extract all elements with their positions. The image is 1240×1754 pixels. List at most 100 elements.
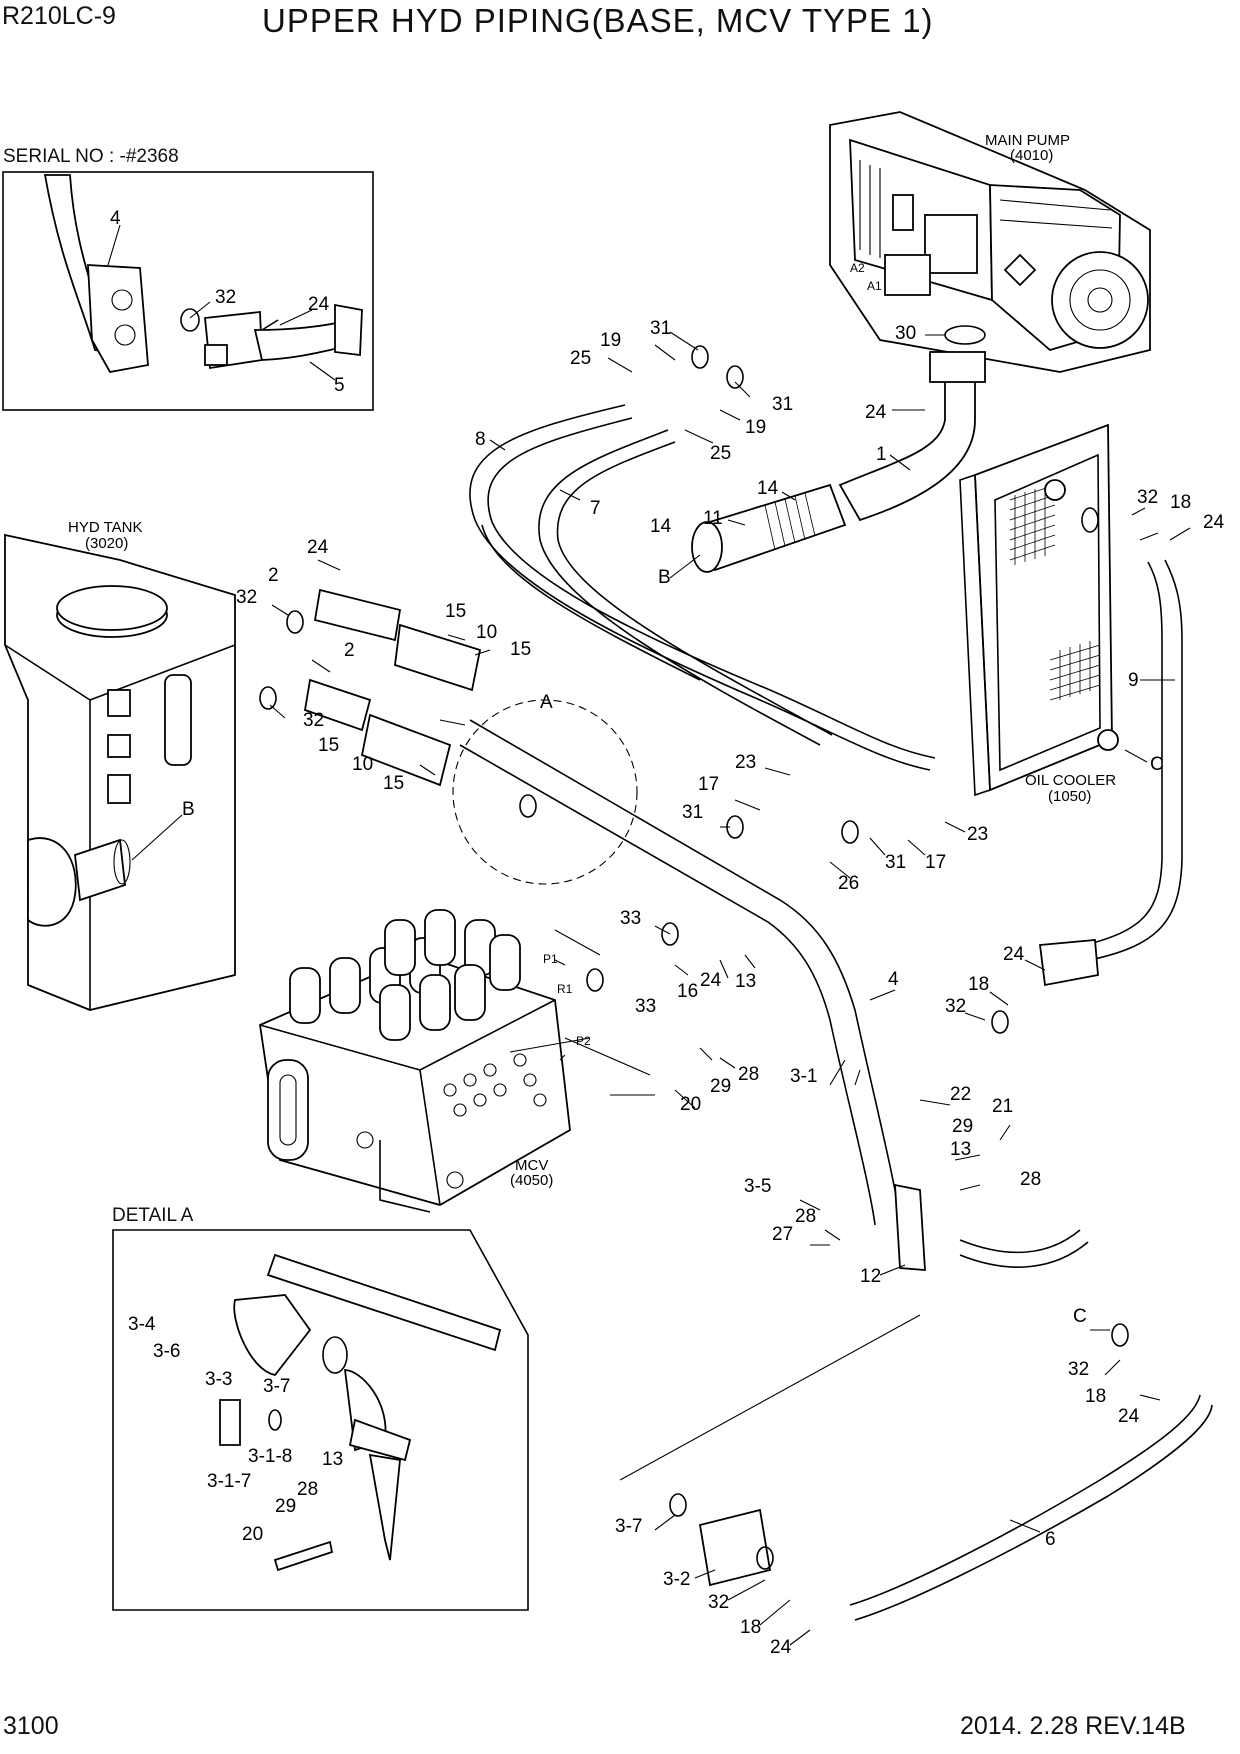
- callout: 20: [242, 1524, 263, 1545]
- inset-serial-label: SERIAL NO : -#2368: [3, 146, 179, 167]
- port-a2: A2: [850, 261, 865, 275]
- callout: 15: [383, 773, 404, 794]
- callout: 32: [215, 287, 236, 308]
- callout: 31: [682, 802, 703, 823]
- callout: 3-7: [263, 1376, 290, 1397]
- inset-callouts: 4 32 24 5: [110, 208, 345, 396]
- mcv-drawing: [259, 909, 571, 1213]
- port-r1: R1: [557, 982, 573, 996]
- callout: 3-6: [153, 1341, 180, 1362]
- callout: 15: [318, 735, 339, 756]
- callout: B: [182, 799, 195, 820]
- callout: 2: [344, 640, 355, 661]
- leader-lines: [107, 224, 1191, 1646]
- mcv-code: (4050): [510, 1172, 553, 1189]
- callout: 19: [600, 330, 621, 351]
- callout: 3-3: [205, 1369, 232, 1390]
- callout: 3-1: [790, 1066, 817, 1087]
- callout: 23: [735, 752, 756, 773]
- serial-inset-box: [2, 171, 374, 411]
- callout: 24: [307, 537, 329, 558]
- callout: 15: [510, 639, 531, 660]
- callout: 18: [740, 1617, 761, 1638]
- callout: 24: [1003, 944, 1025, 965]
- callout: 7: [590, 498, 601, 519]
- callout: 33: [620, 908, 641, 929]
- main-callouts: 31 19 25 30 31 19 25 24 8 1 7 14 11 14 B…: [182, 318, 1225, 1287]
- oil-cooler-code: (1050): [1048, 788, 1091, 805]
- callout: 23: [967, 824, 988, 845]
- port-p2: P2: [576, 1034, 591, 1048]
- callout: 29: [952, 1116, 973, 1137]
- callout: 1: [876, 444, 887, 465]
- callout: 14: [757, 478, 779, 499]
- callout: 3-2: [663, 1569, 690, 1590]
- callout: 25: [570, 348, 591, 369]
- callout: 2: [268, 565, 279, 586]
- callout: 4: [888, 969, 899, 990]
- callout: 17: [698, 774, 719, 795]
- callout: 28: [795, 1206, 816, 1227]
- callout: 18: [968, 974, 989, 995]
- callout: 6: [1045, 1529, 1056, 1550]
- callout: 10: [476, 622, 497, 643]
- callout: B: [658, 567, 671, 588]
- callout: 20: [680, 1094, 701, 1115]
- callout: 13: [735, 971, 756, 992]
- callout: 14: [650, 516, 672, 537]
- callout: 4: [110, 208, 121, 229]
- callout: 29: [710, 1076, 731, 1097]
- callout: 12: [860, 1266, 881, 1287]
- model-number: R210LC-9: [2, 2, 116, 30]
- callout: 18: [1085, 1386, 1106, 1407]
- callout: 32: [708, 1592, 729, 1613]
- o-rings: [259, 325, 1129, 1570]
- callout: 28: [297, 1479, 318, 1500]
- detail-a-marker-circle: [452, 699, 638, 885]
- callout: C: [1073, 1306, 1087, 1327]
- hyd-tank-drawing: [4, 533, 236, 1011]
- port-a1: A1: [867, 279, 882, 293]
- callout: 32: [1137, 487, 1158, 508]
- detail-a-box: [112, 1229, 529, 1611]
- callout: 13: [950, 1139, 971, 1160]
- callout: 28: [1020, 1169, 1041, 1190]
- callout: 24: [770, 1637, 792, 1658]
- port-p1: P1: [543, 952, 558, 966]
- callout: 27: [772, 1224, 793, 1245]
- callout: 3-1-7: [207, 1471, 251, 1492]
- main-pump-caption: MAIN PUMP: [985, 132, 1070, 149]
- callout: 10: [352, 754, 373, 775]
- callout: 32: [236, 587, 257, 608]
- callout: 18: [1170, 492, 1191, 513]
- piping-lines: [303, 351, 1213, 1621]
- callout: 28: [738, 1064, 759, 1085]
- oil-cooler-drawing: [959, 423, 1119, 797]
- callout: 19: [745, 417, 766, 438]
- diagram-title: UPPER HYD PIPING(BASE, MCV TYPE 1): [262, 2, 934, 39]
- callout: 25: [710, 443, 731, 464]
- callout: 15: [445, 601, 466, 622]
- component-captions: MAIN PUMP (4010) HYD TANK (3020) OIL COO…: [68, 132, 1116, 1189]
- main-pump-code: (4010): [1010, 147, 1053, 164]
- callout: 5: [334, 375, 345, 396]
- mcv-caption: MCV: [515, 1157, 548, 1174]
- callout: 21: [992, 1096, 1013, 1117]
- callout: 22: [950, 1084, 971, 1105]
- callout: 32: [1068, 1359, 1089, 1380]
- callout: 11: [703, 508, 723, 529]
- page-number: 3100: [3, 1712, 59, 1740]
- callout: 3-4: [128, 1314, 156, 1335]
- callout: 32: [303, 710, 324, 731]
- callout: 31: [772, 394, 793, 415]
- hyd-tank-code: (3020): [85, 535, 128, 552]
- callout: 24: [865, 402, 887, 423]
- callout: 16: [677, 981, 698, 1002]
- callout: 24: [308, 294, 330, 315]
- callout: C: [1150, 754, 1164, 775]
- hyd-tank-caption: HYD TANK: [68, 519, 142, 536]
- callout: A: [540, 692, 553, 713]
- callout: 31: [885, 852, 906, 873]
